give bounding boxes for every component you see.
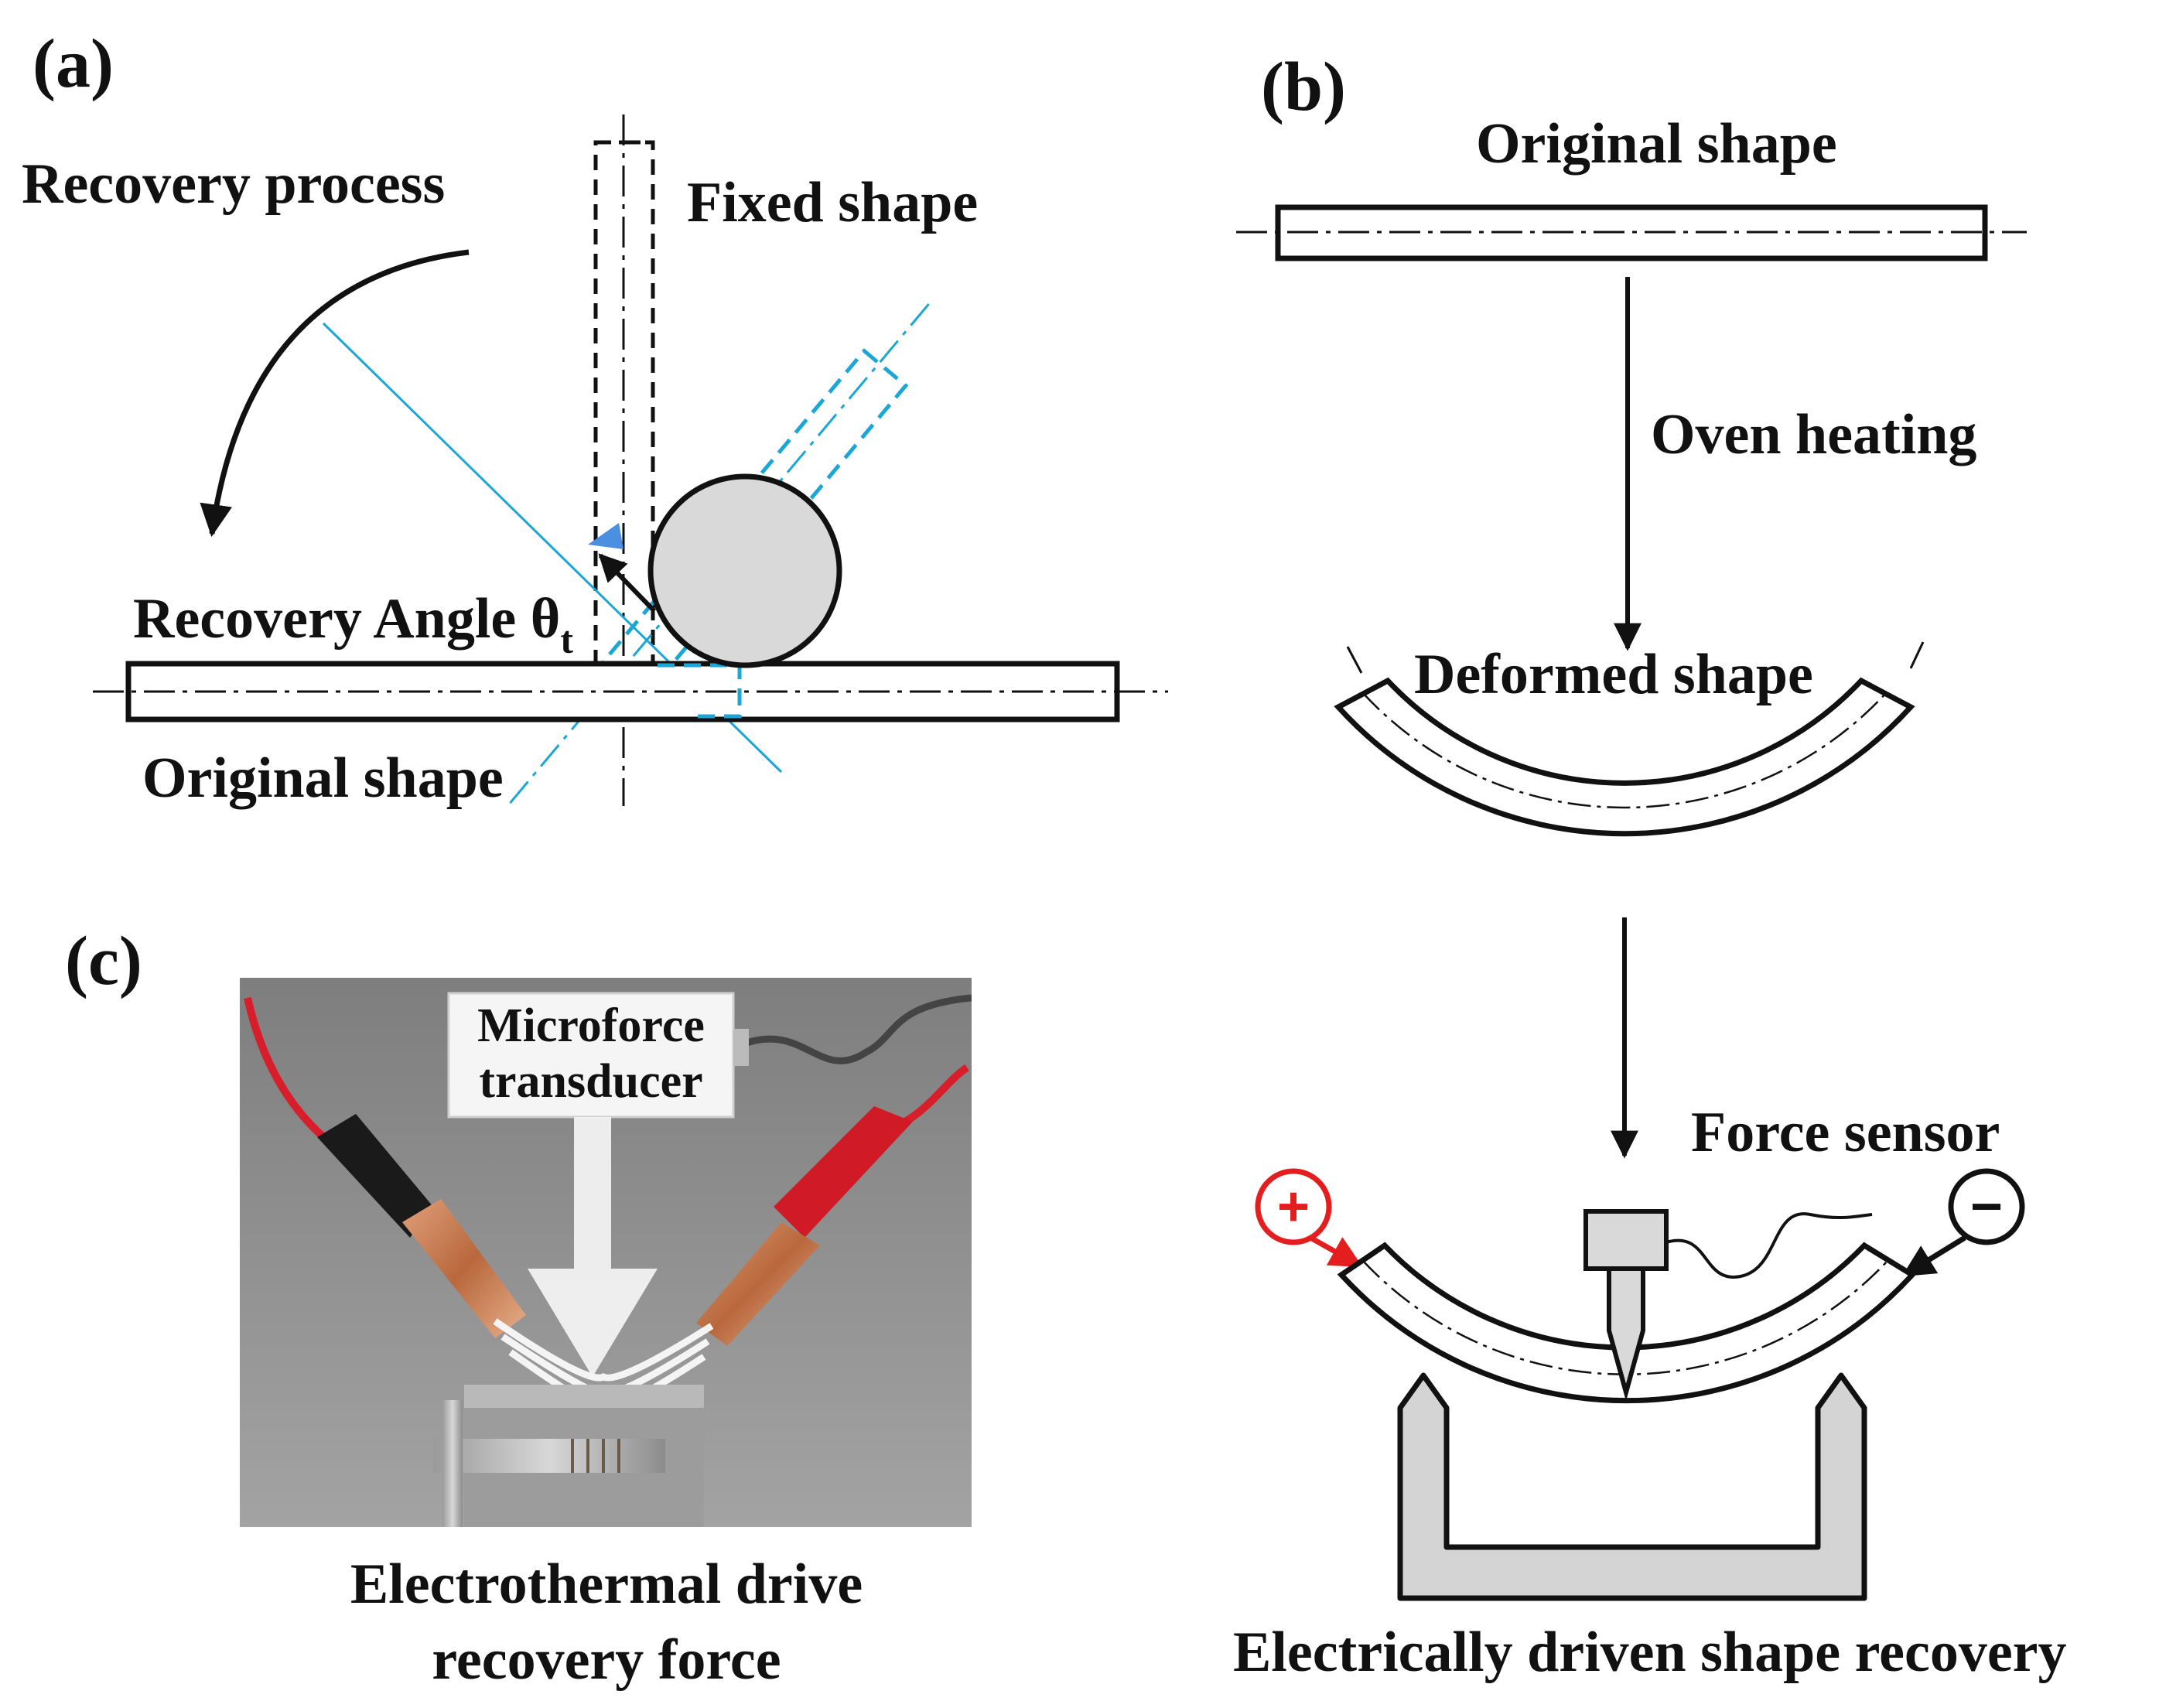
minus-arrow <box>1901 1235 1966 1277</box>
recovery-process-arrow <box>200 249 470 538</box>
minus-terminal-icon <box>1948 1168 2025 1245</box>
panel-c: (c) Microforce tr <box>65 923 972 1692</box>
panel-a-label: (a) <box>32 26 114 102</box>
panel-a: (a) Recovery process Fixed shape Recover… <box>22 26 1168 810</box>
transducer-label-line1: Microforce <box>477 999 705 1052</box>
force-sensor-icon <box>1583 1209 1873 1402</box>
fixed-shape-label: Fixed shape <box>687 171 978 234</box>
left-copper-electrode <box>402 1199 526 1338</box>
angle-wedge <box>588 523 623 549</box>
caption-c-line2: recovery force <box>432 1628 781 1692</box>
panel-c-label: (c) <box>65 923 142 999</box>
minus-symbol: − <box>1970 1176 2003 1238</box>
vise-knob <box>442 1400 463 1527</box>
left-red-wire <box>244 996 336 1148</box>
sensor-cable <box>741 994 972 1064</box>
roller-circle <box>647 473 842 668</box>
black-clip <box>317 1114 433 1238</box>
oven-heating-label: Oven heating <box>1651 403 1976 466</box>
experiment-photo: Microforce transducer <box>240 978 972 1527</box>
vise-screw <box>433 1439 665 1473</box>
recovery-process-label: Recovery process <box>22 152 445 216</box>
recovery-angle-subscript: t <box>560 618 573 661</box>
plus-terminal-icon <box>1255 1168 1332 1245</box>
plus-symbol: + <box>1277 1176 1310 1238</box>
original-shape-label-b: Original shape <box>1476 112 1837 176</box>
recovery-angle-label: Recovery Angle θt <box>133 587 573 661</box>
angle-arrow <box>598 553 657 613</box>
original-shape-label-a: Original shape <box>142 746 504 810</box>
right-copper-electrode <box>696 1222 820 1346</box>
caption-b: Electrically driven shape recovery <box>1233 1621 2067 1684</box>
red-clip <box>774 1106 913 1238</box>
transducer-box <box>447 992 735 1119</box>
transducer-label-line2: transducer <box>479 1055 702 1108</box>
panel-b-label: (b) <box>1261 49 1346 125</box>
support-fixture <box>1397 1372 1867 1601</box>
plus-arrow <box>1309 1235 1363 1269</box>
force-arrow <box>528 1117 658 1377</box>
deformed-shape <box>1334 641 1925 837</box>
force-sensor-label: Force sensor <box>1691 1101 2000 1164</box>
panel-b: (b) Original shape Oven heating Deformed… <box>1233 49 2067 1684</box>
deformed-shape-label: Deformed shape <box>1414 643 1813 706</box>
caption-c-line1: Electrothermal drive <box>350 1553 863 1616</box>
